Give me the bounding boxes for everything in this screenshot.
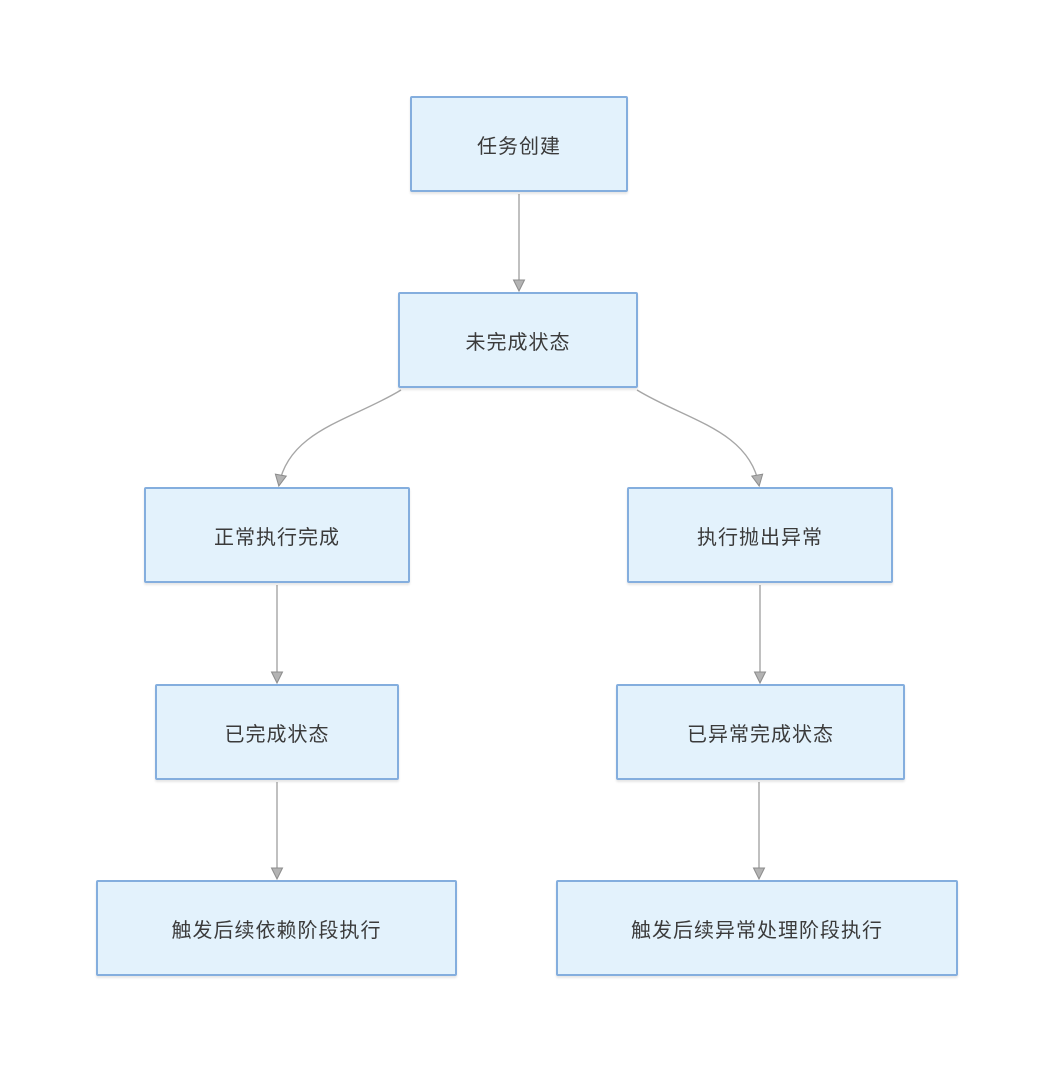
flow-node-trigger-exception-stage: 触发后续异常处理阶段执行 bbox=[556, 880, 958, 976]
flow-node-completed-state: 已完成状态 bbox=[155, 684, 399, 780]
node-label-trigger-exception-stage: 触发后续异常处理阶段执行 bbox=[631, 919, 883, 942]
flow-node-execution-throws-exception: 执行抛出异常 bbox=[627, 487, 893, 583]
flow-node-exception-completed-state: 已异常完成状态 bbox=[616, 684, 905, 780]
flow-node-incomplete-state: 未完成状态 bbox=[398, 292, 638, 388]
node-label-exception-completed-state: 已异常完成状态 bbox=[687, 723, 834, 746]
flow-node-normal-execution-complete: 正常执行完成 bbox=[144, 487, 410, 583]
node-label-completed-state: 已完成状态 bbox=[224, 723, 330, 746]
flow-node-task-created: 任务创建 bbox=[410, 96, 628, 192]
node-label-execution-throws-exception: 执行抛出异常 bbox=[697, 526, 823, 549]
flow-node-trigger-dependent-stage: 触发后续依赖阶段执行 bbox=[96, 880, 457, 976]
node-label-incomplete-state: 未完成状态 bbox=[465, 331, 571, 354]
edge-incomplete-to-exception bbox=[636, 389, 764, 488]
node-label-trigger-dependent-stage: 触发后续依赖阶段执行 bbox=[171, 919, 382, 942]
node-label-normal-execution-complete: 正常执行完成 bbox=[214, 526, 340, 549]
node-label-task-created: 任务创建 bbox=[477, 135, 561, 158]
edge-incomplete-to-normal bbox=[274, 389, 402, 488]
